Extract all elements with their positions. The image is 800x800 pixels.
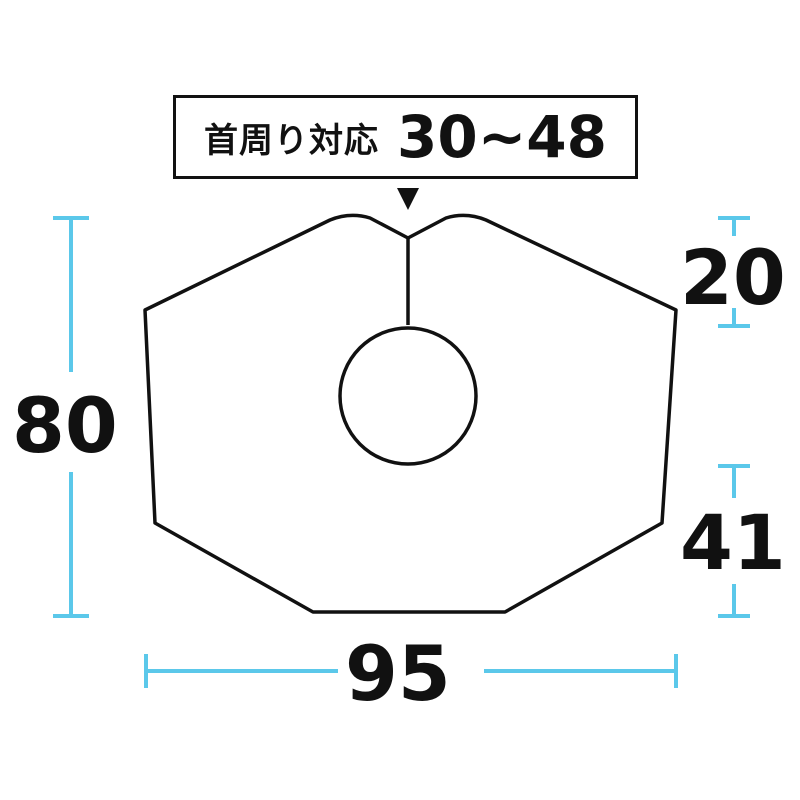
height-dimension-line [53, 216, 89, 618]
callout-range: 30~48 [396, 103, 608, 171]
height-label: 80 [12, 381, 118, 470]
side-length-label: 41 [680, 498, 786, 587]
callout-pointer-icon [397, 188, 419, 210]
side-dimension-line [718, 464, 750, 618]
callout-label: 首周り対応 [203, 120, 379, 161]
width-dimension-line [144, 654, 678, 688]
shoulder-drop-label: 20 [680, 233, 786, 322]
neck-size-callout: 首周り対応 30~48 [173, 95, 638, 179]
neck-hole [338, 326, 478, 466]
shoulder-dimension-line [718, 216, 750, 328]
width-label: 95 [345, 629, 451, 718]
